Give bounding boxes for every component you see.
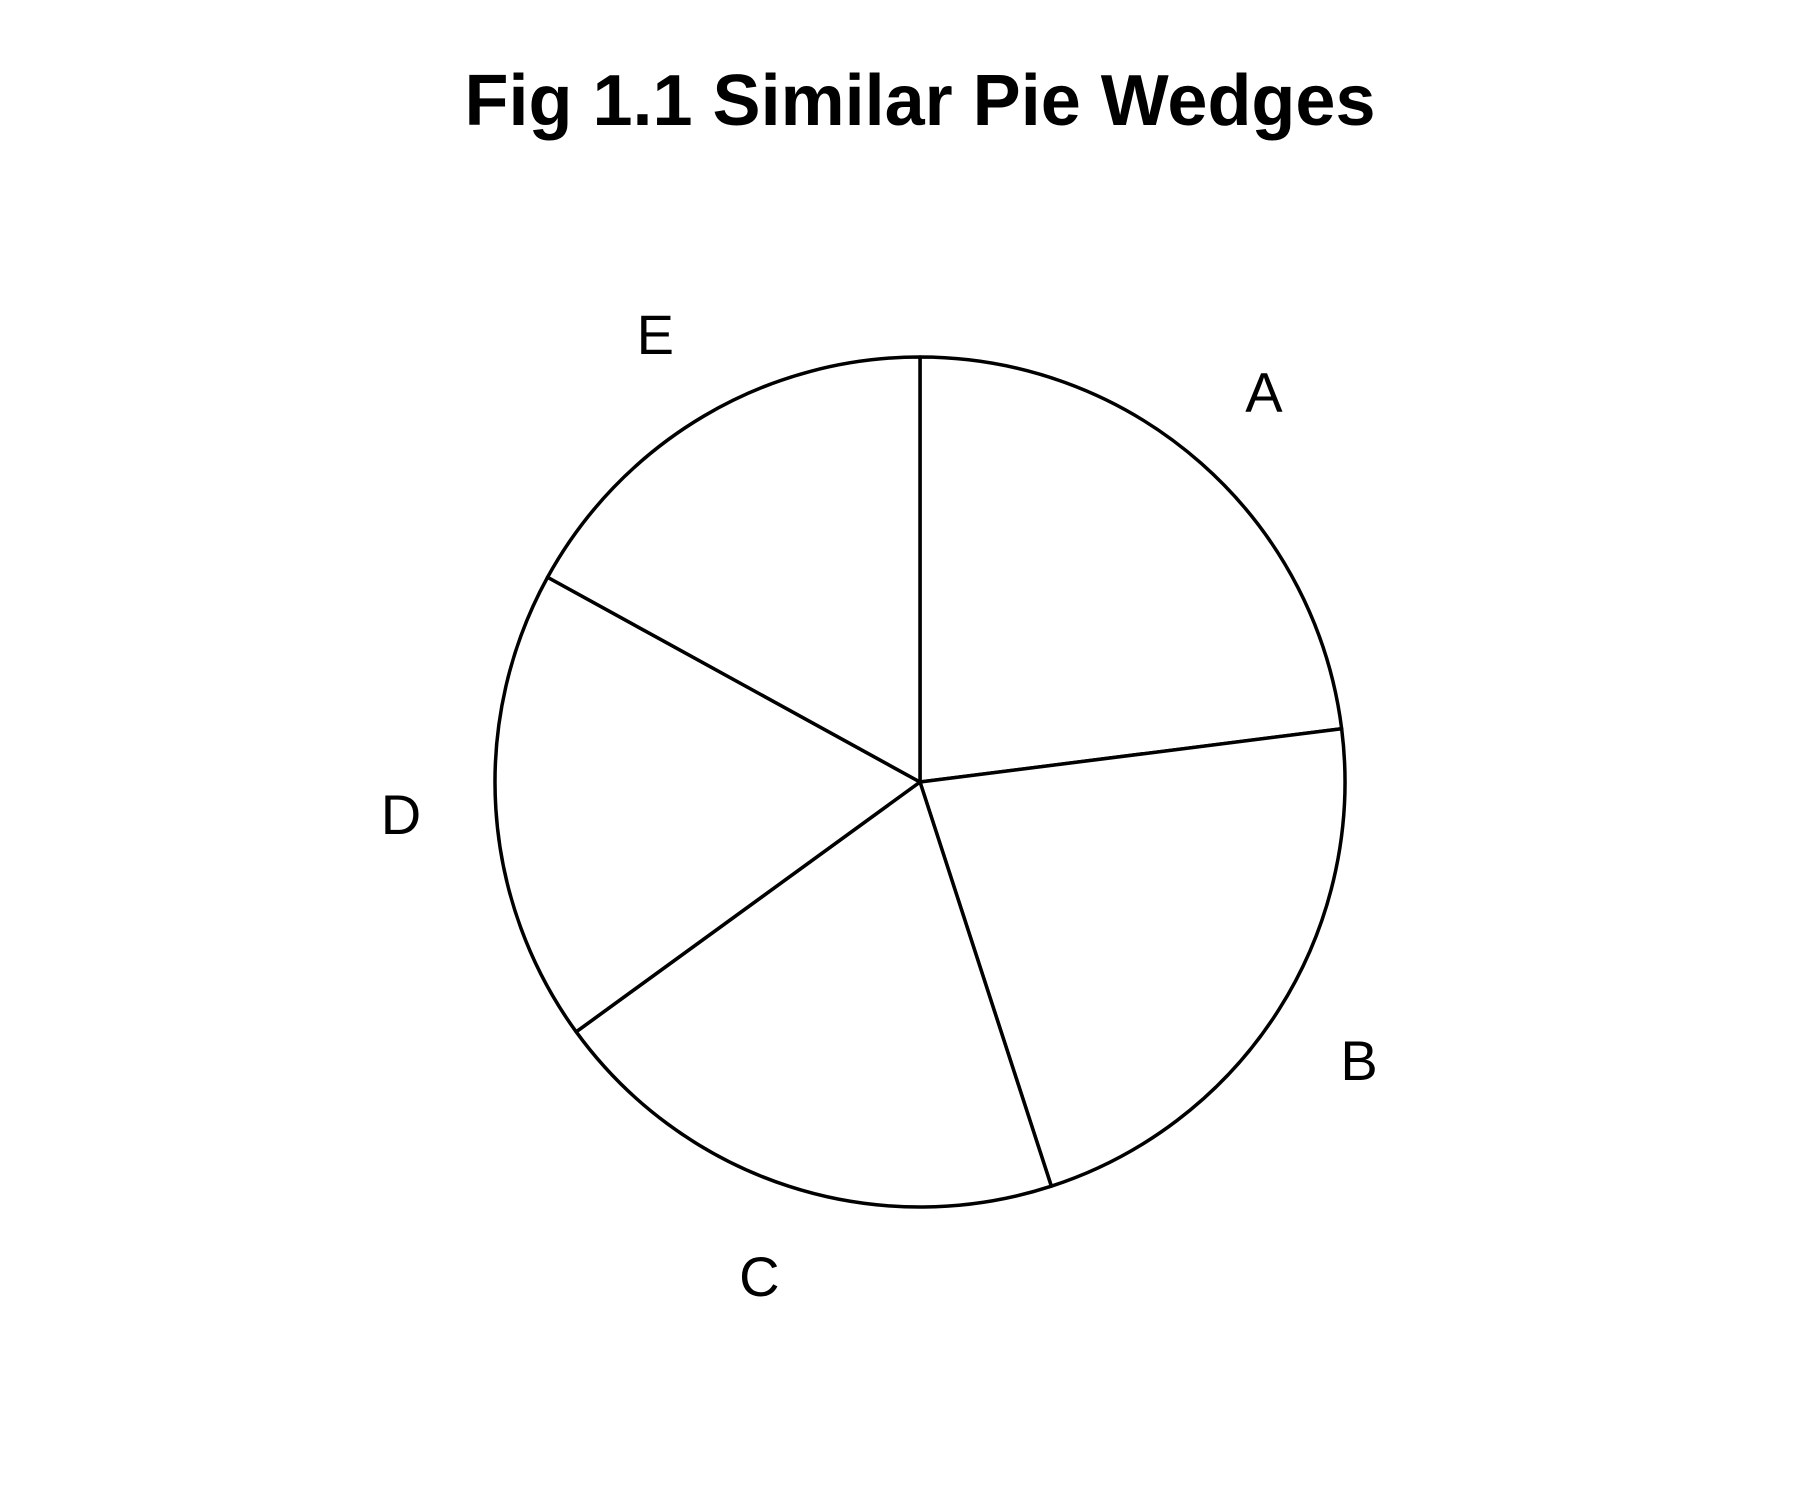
chart-title: Fig 1.1 Similar Pie Wedges [464,61,1376,141]
pie-slice-a [918,355,1344,784]
pie-label-d: D [381,783,421,846]
pie-label-a: A [1245,360,1283,423]
pie-slice-c [574,780,1054,1209]
pie-label-b: B [1340,1029,1377,1092]
pie-slices [493,355,1347,1209]
pie-slice-e [545,355,922,784]
pie-label-e: E [637,303,674,366]
pie-slice-b [918,726,1347,1188]
pie-slice-d [493,575,922,1034]
pie-label-c: C [739,1245,779,1308]
pie-labels: A B C D E [381,303,1378,1308]
